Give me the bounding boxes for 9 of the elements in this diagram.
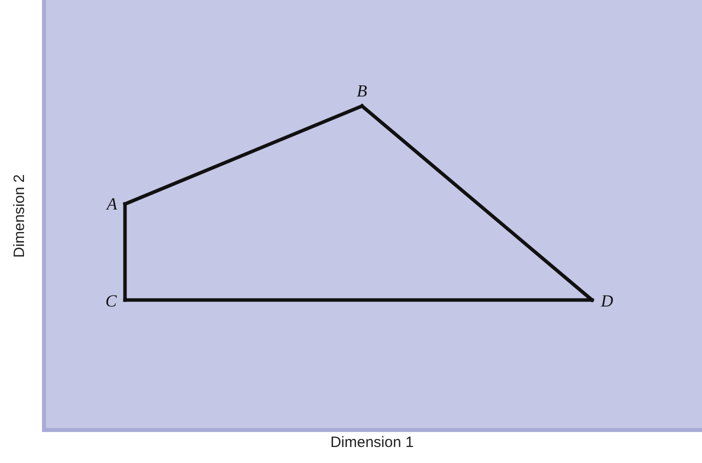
polygon-side [123,202,127,302]
axis-label: Dimension 1 [330,432,414,453]
polygon-side [360,104,594,302]
vertex-label: B [356,82,368,100]
vertex-label: D [600,292,614,310]
polygon-side [123,104,364,206]
vertex-label: A [106,196,118,212]
vertex-label: C [105,292,117,310]
axis-label: Dimension 2 [10,174,29,258]
